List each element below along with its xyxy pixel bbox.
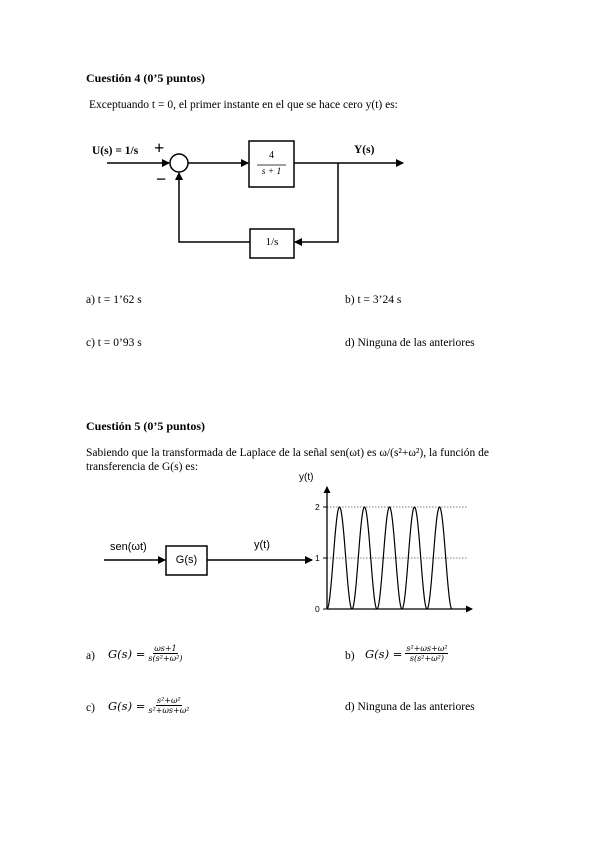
q5-option-c-denominator: s²+ωs+ω² — [148, 706, 190, 715]
q4-option-c[interactable]: c) t = 0’93 s — [86, 337, 142, 349]
q4-forward-denominator: s + 1 — [261, 167, 282, 177]
q5-input-label: sen(ωt) — [110, 541, 147, 553]
q5-option-b-numerator: s²+ωs+ω² — [405, 644, 449, 654]
q5-option-b-denominator: s(s²+ω²) — [409, 654, 444, 663]
q4-statement: Exceptuando t = 0, el primer instante en… — [89, 99, 398, 111]
q5-chart-ytick-label: 2 — [315, 502, 320, 512]
q4-minus-sign: − — [156, 169, 167, 189]
q5-chart-series-line — [326, 506, 453, 610]
q5-option-c-numerator: s²+ω² — [156, 696, 182, 706]
q5-option-c-lhs: G(s) = — [108, 698, 146, 713]
q5-option-b-lhs: G(s) = — [365, 646, 403, 661]
q5-chart-ylabel: y(t) — [299, 472, 314, 483]
q5-option-a-label[interactable]: a) — [86, 650, 95, 662]
q5-title: Cuestión 5 (0’5 puntos) — [86, 419, 206, 433]
q4-feedback-arrow-in — [294, 163, 339, 246]
q5-option-c-label[interactable]: c) — [86, 702, 95, 714]
q4-forward-numerator: 4 — [269, 150, 274, 161]
q5-statement-line2: transferencia de G(s) es: — [86, 461, 199, 473]
q5-output-label: y(t) — [254, 539, 270, 551]
q4-title: Cuestión 4 (0’5 puntos) — [86, 71, 206, 85]
q4-input-label: U(s) = 1/s — [92, 145, 139, 157]
q5-option-a-denominator: s(s²+ω²) — [148, 654, 183, 663]
q5-chart-ytick-label: 1 — [315, 553, 320, 563]
q4-feedback-block — [249, 228, 295, 259]
q4-option-d[interactable]: d) Ninguna de las anteriores — [345, 337, 475, 349]
q5-option-b-label[interactable]: b) — [345, 650, 355, 662]
q5-option-a-lhs: G(s) = — [108, 646, 146, 661]
q5-option-d[interactable]: d) Ninguna de las anteriores — [345, 701, 475, 713]
q4-option-b[interactable]: b) t = 3’24 s — [345, 294, 402, 306]
q4-plus-sign: + — [154, 138, 165, 158]
q5-chart-ytick-label: 0 — [315, 604, 320, 614]
q4-output-label: Y(s) — [354, 144, 375, 156]
q4-option-a[interactable]: a) t = 1’62 s — [86, 294, 142, 306]
q4-feedback-arrow-out — [175, 172, 250, 243]
q4-forward-block — [248, 140, 295, 188]
q5-option-a-numerator: ωs+1 — [153, 644, 178, 654]
q4-feedback-label: 1/s — [265, 236, 279, 248]
q5-statement-line1: Sabiendo que la transformada de Laplace … — [86, 447, 489, 459]
q5-block-label: G(s) — [175, 554, 198, 566]
